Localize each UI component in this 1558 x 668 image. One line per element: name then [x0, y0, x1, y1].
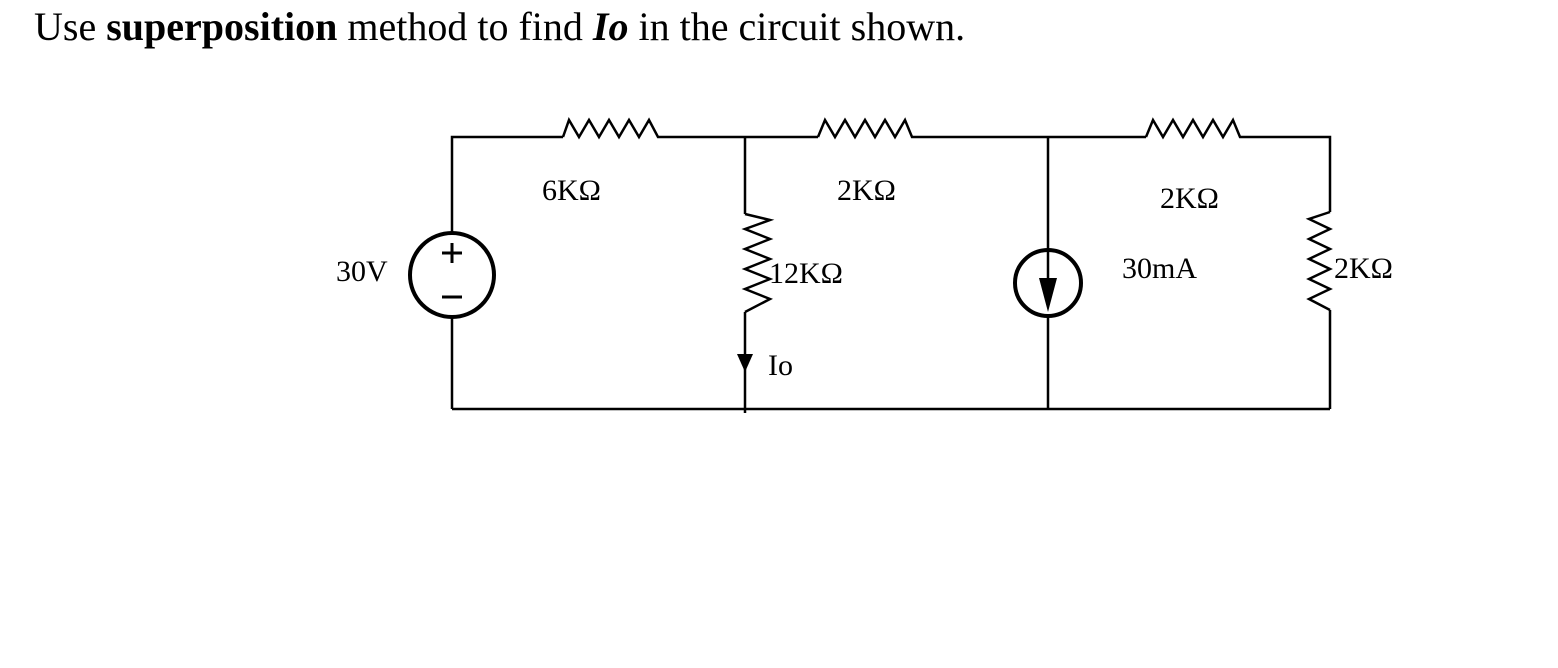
question-suffix: in the circuit shown.	[628, 4, 966, 49]
resistor-right-vertical	[1305, 210, 1333, 312]
wire-left-top	[450, 135, 563, 233]
circuit-wires	[450, 135, 1332, 413]
resistor-top-left	[561, 117, 675, 140]
label-resistor-top-middle: 2KΩ	[837, 174, 896, 207]
label-resistor-middle-vertical: 12KΩ	[769, 257, 843, 290]
plus-sign-icon	[442, 243, 462, 263]
label-resistor-top-left: 6KΩ	[542, 174, 601, 207]
current-source	[1013, 248, 1083, 318]
question-emphasis: superposition	[106, 4, 338, 49]
label-current-source: 30mA	[1122, 252, 1197, 285]
question-text: Use superposition method to find Io in t…	[34, 4, 965, 50]
wire-right-top	[1254, 135, 1332, 212]
wire-node1	[675, 135, 818, 214]
question-prefix: Use	[34, 4, 107, 49]
question-middle: method to find	[337, 4, 593, 49]
wire-node2	[924, 135, 1146, 251]
label-current-io: Io	[768, 349, 793, 382]
resistor-top-middle	[816, 117, 924, 140]
arrow-down-icon	[1039, 278, 1057, 312]
resistor-middle-vertical	[741, 212, 775, 314]
current-direction-arrow-icon	[737, 354, 753, 372]
label-voltage-source: 30V	[336, 255, 388, 288]
resistor-top-right	[1144, 117, 1254, 140]
voltage-source	[408, 231, 496, 319]
voltage-source-ring	[408, 231, 496, 319]
question-variable: Io	[592, 4, 629, 49]
label-resistor-top-right: 2KΩ	[1160, 182, 1219, 215]
label-resistor-right-vertical: 2KΩ	[1334, 252, 1393, 285]
